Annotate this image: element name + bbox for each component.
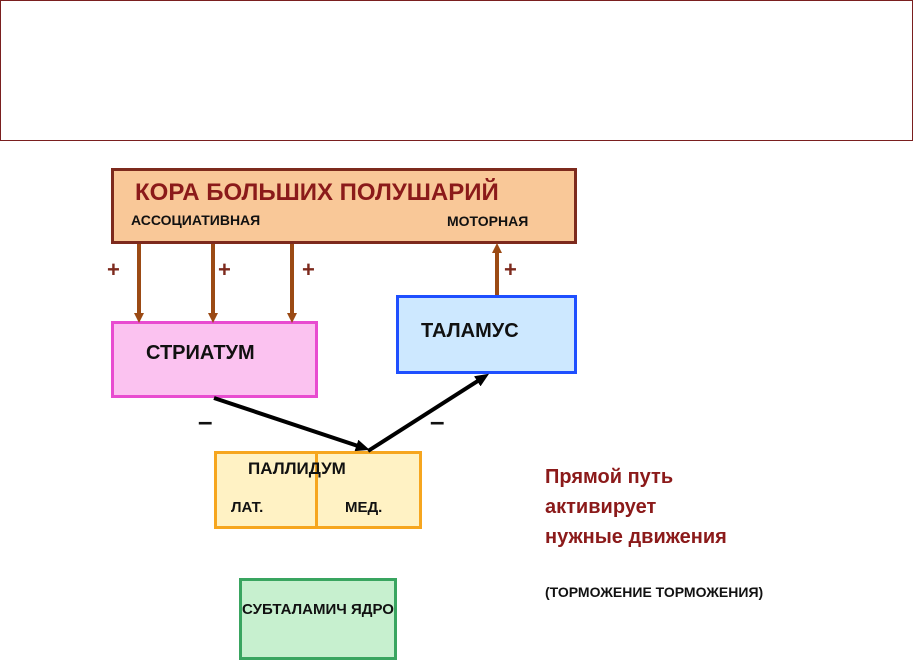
pallidum-to-thalamus-arrow <box>366 373 490 453</box>
note-line-3: нужные движения <box>545 526 727 548</box>
plus-sign-2: + <box>218 257 231 282</box>
pallidum-lateral-label: ЛАТ. <box>231 499 264 516</box>
minus-sign-2: – <box>430 406 445 436</box>
pallidum-medial-label: МЕД. <box>345 499 383 516</box>
note-line-1: Прямой путь <box>545 466 674 488</box>
pathway-subnote: (ТОРМОЖЕНИЕ ТОРМОЖЕНИЯ) <box>545 584 764 600</box>
plus-sign-4: + <box>504 257 517 282</box>
pallidum-label: ПАЛЛИДУМ <box>248 459 346 478</box>
striatum-to-pallidum-arrow <box>213 396 370 452</box>
associative-label: АССОЦИАТИВНАЯ <box>131 212 261 228</box>
motor-label: МОТОРНАЯ <box>447 213 529 229</box>
cortex-box <box>111 168 577 244</box>
striatum-label: СТРИАТУМ <box>146 342 255 364</box>
thalamus-box <box>396 295 577 374</box>
plus-sign-3: + <box>302 257 315 282</box>
pallidum-box <box>214 451 422 529</box>
pathway-note: Прямой путь активирует нужные движения <box>545 462 727 552</box>
subthalamic-box <box>239 578 397 660</box>
thalamus-label: ТАЛАМУС <box>421 320 519 342</box>
cortex-title: КОРА БОЛЬШИХ ПОЛУШАРИЙ <box>135 179 499 206</box>
pallidum-divider <box>315 451 318 529</box>
title-frame <box>0 0 913 141</box>
minus-sign-1: – <box>198 406 213 436</box>
plus-sign-1: + <box>107 257 120 282</box>
subthalamic-label: СУБТАЛАМИЧ ЯДРО <box>242 601 394 618</box>
note-line-2: активирует <box>545 496 657 518</box>
